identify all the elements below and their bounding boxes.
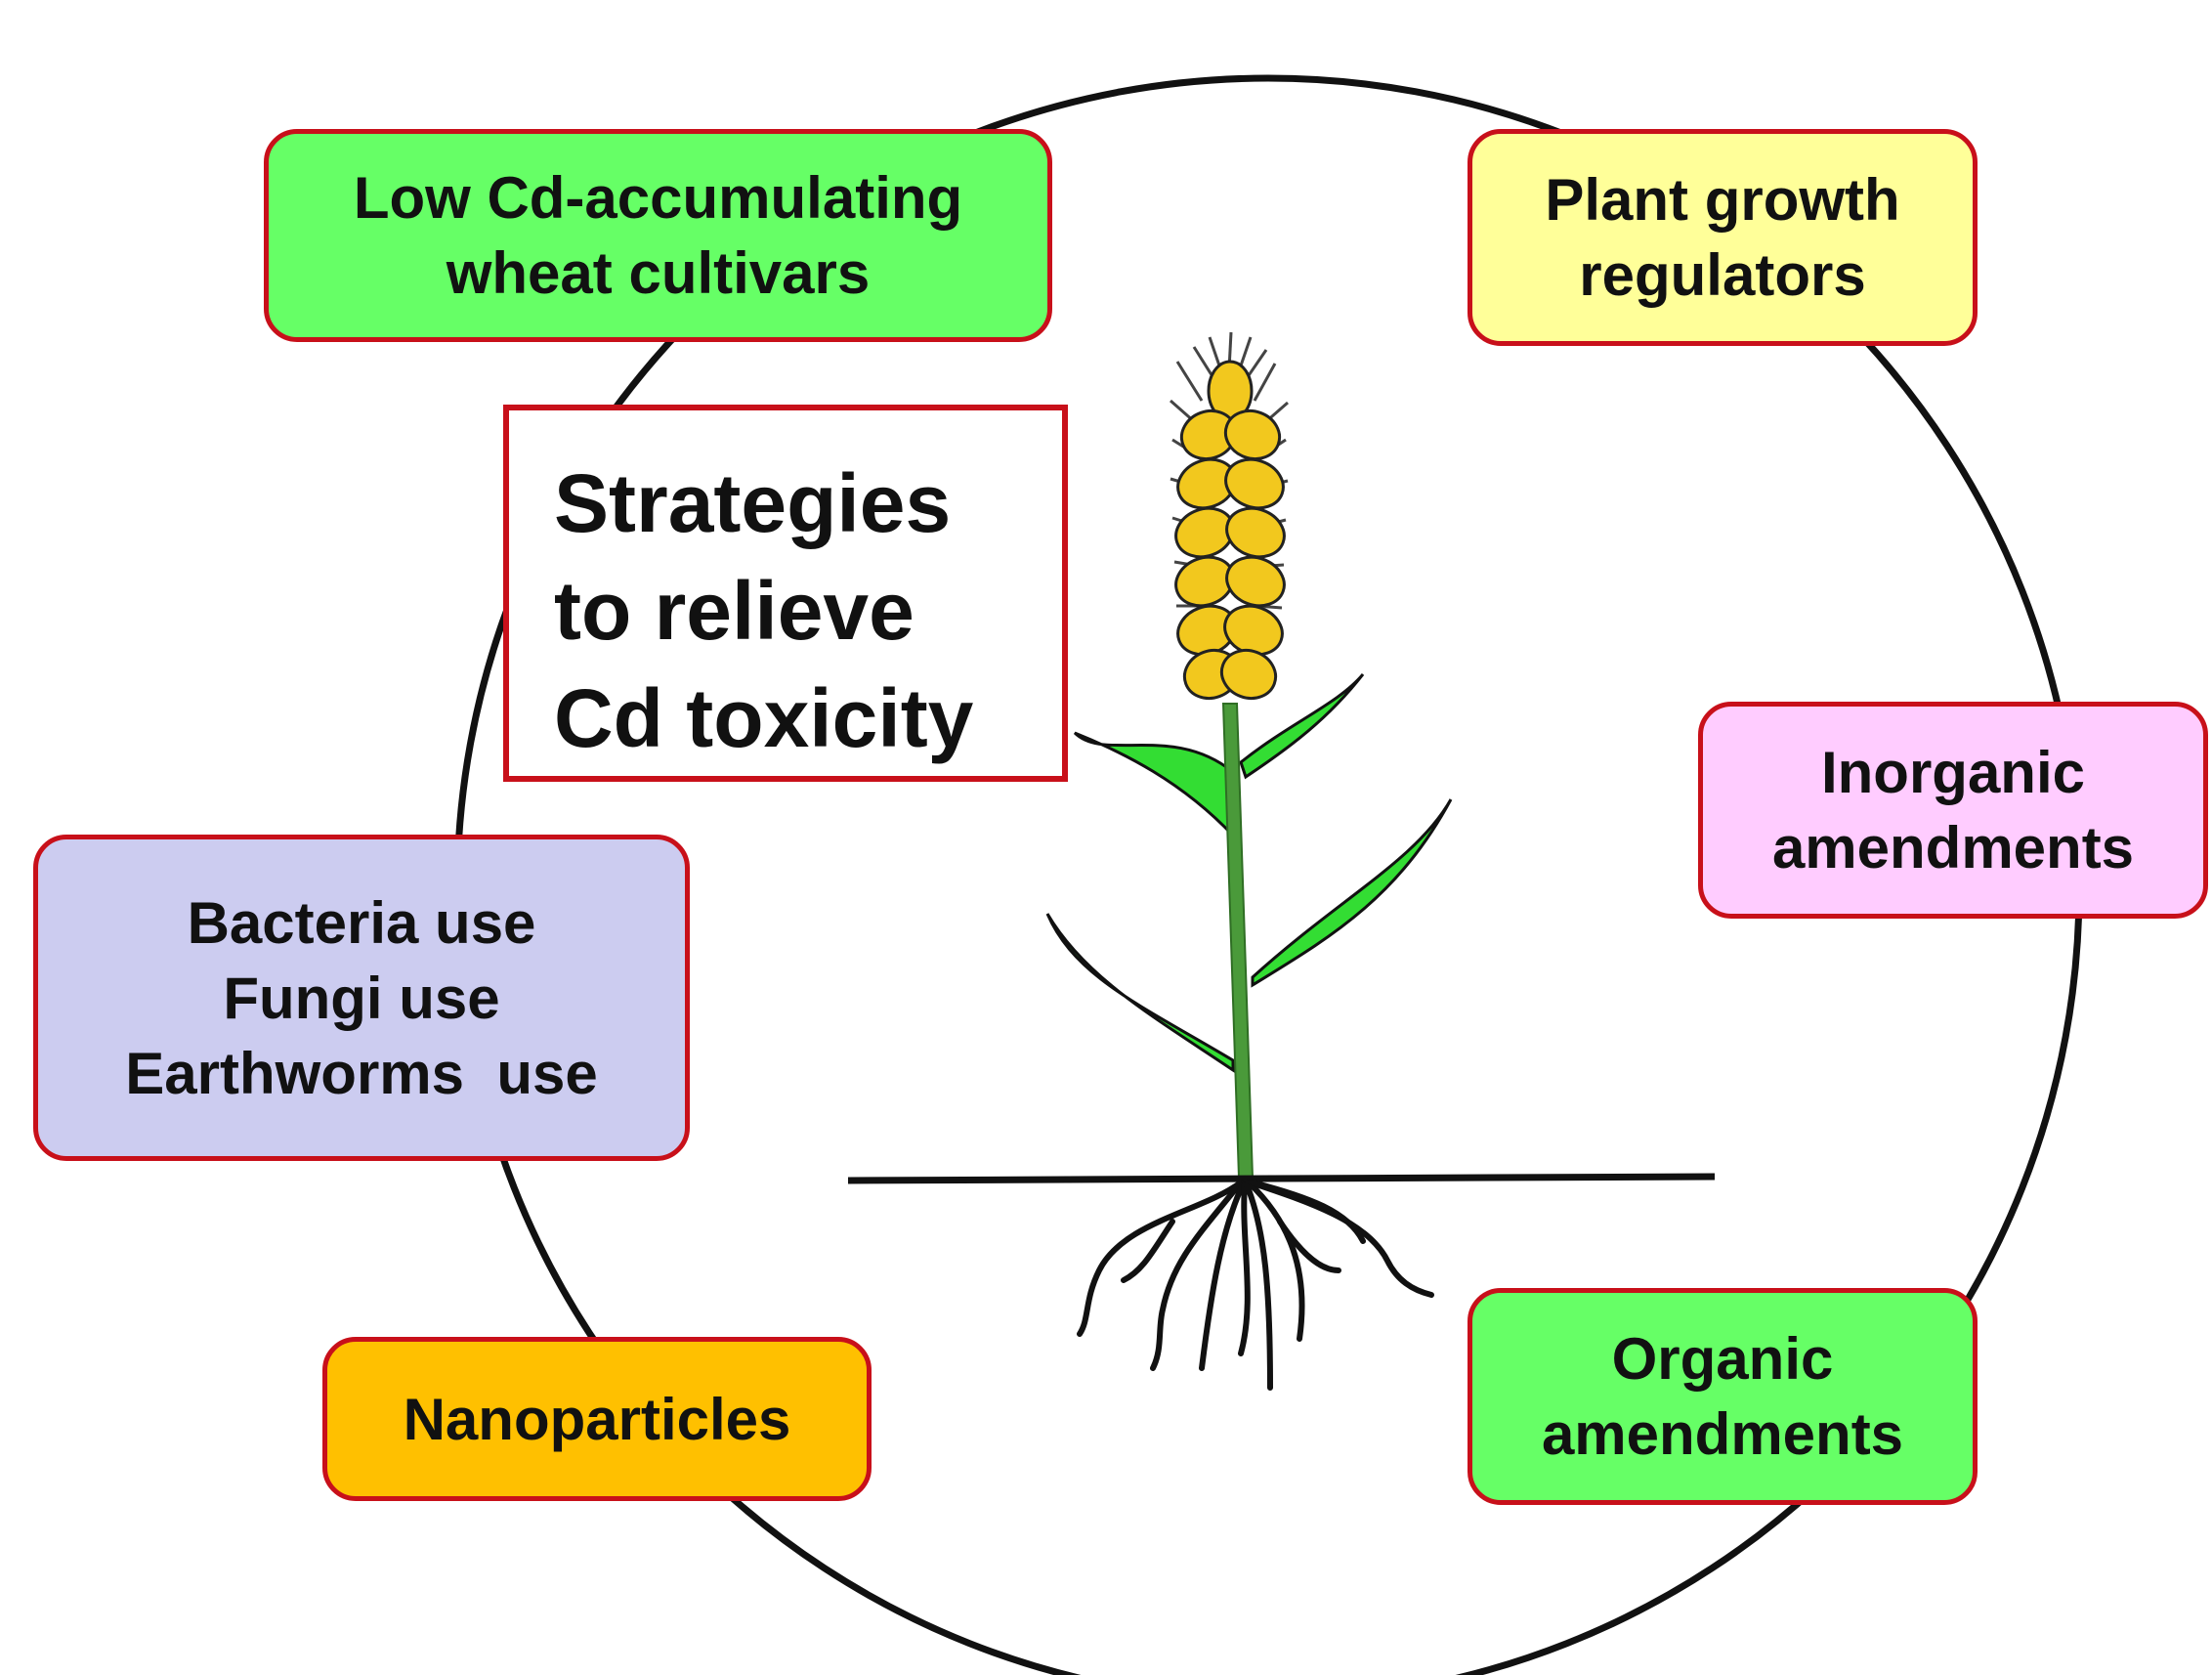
wheat-roots <box>1077 1180 1434 1391</box>
strategy-label: amendments <box>1541 1401 1904 1467</box>
strategy-label: Nanoparticles <box>403 1386 791 1452</box>
wheat-ear <box>1174 360 1286 701</box>
leaf-middle-right <box>1251 798 1453 988</box>
leaf-lower-left <box>1045 913 1235 1073</box>
strategy-label: Plant growth <box>1545 167 1900 233</box>
strategy-biological: Bacteria use Fungi use Earthworms use <box>33 835 690 1161</box>
strategy-label: regulators <box>1579 242 1866 308</box>
leaf-upper-left <box>1073 731 1235 839</box>
strategy-label: amendments <box>1771 815 2135 880</box>
title-line: to relieve <box>554 565 915 657</box>
strategy-organic-amendments: Organic amendments <box>1468 1288 1978 1505</box>
title-box: Strategies to relieve Cd toxicity <box>503 405 1068 782</box>
strategy-low-cd-cultivars: Low Cd-accumulating wheat cultivars <box>264 129 1052 342</box>
title-line: Strategies <box>554 457 952 549</box>
strategy-inorganic-amendments: Inorganic amendments <box>1698 702 2208 919</box>
strategy-label: Organic <box>1611 1326 1834 1392</box>
leaf-upper-right <box>1239 673 1365 780</box>
strategy-label: Low Cd-accumulating <box>353 165 963 231</box>
strategy-nanoparticles: Nanoparticles <box>322 1337 872 1501</box>
strategy-plant-growth-regulators: Plant growth regulators <box>1468 129 1978 346</box>
strategy-label: Earthworms use <box>125 1040 598 1106</box>
strategy-label: wheat cultivars <box>446 240 871 306</box>
strategy-label: Inorganic <box>1820 740 2085 805</box>
title-line: Cd toxicity <box>554 672 974 764</box>
ground-line <box>847 1173 1716 1184</box>
strategy-label: Fungi use <box>223 965 500 1031</box>
strategy-label: Bacteria use <box>187 889 536 956</box>
wheat-plant-illustration <box>847 331 1716 1391</box>
